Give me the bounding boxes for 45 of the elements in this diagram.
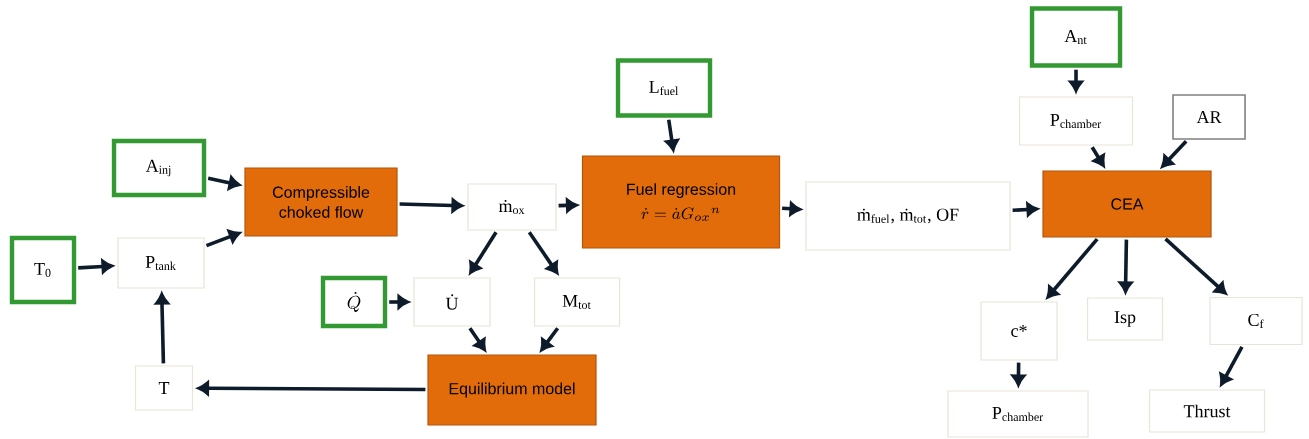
arrow <box>469 231 498 275</box>
arrow <box>389 295 410 310</box>
arrow <box>1012 202 1039 217</box>
variable-box: c* <box>980 301 1058 361</box>
arrow <box>1069 69 1084 93</box>
process-box: Compressible choked flow <box>244 167 398 237</box>
variable-box: M$_{tot}$ <box>533 277 621 327</box>
variable-box: P$_{chamber}$ <box>1018 96 1134 146</box>
variable-box: ṁ$_{ox}$ <box>467 183 557 231</box>
variable-box: Isp <box>1086 297 1164 341</box>
arrow <box>1118 239 1133 294</box>
arrow <box>205 229 241 248</box>
process-box: Equilibrium model <box>427 354 597 426</box>
input-box: A$_{inj}$ <box>111 138 207 198</box>
parameter-box: AR <box>1172 94 1246 140</box>
arrow <box>558 198 578 213</box>
variable-box: Thrust <box>1148 389 1266 433</box>
variable-box: C$_{f}$ <box>1209 296 1303 346</box>
process-box: CEA <box>1042 170 1212 238</box>
arrow <box>207 176 241 190</box>
variable-box: U̇ <box>413 277 491 327</box>
process-box: Fuel regression $\dot{r} = \dot{a}G_{ox}{}^{n}$ <box>581 155 781 249</box>
arrow <box>78 259 114 274</box>
arrow <box>197 381 426 396</box>
input-box: A$_{nt}$ <box>1029 6 1123 68</box>
arrow <box>1011 362 1026 387</box>
input-box: L$_{fuel}$ <box>615 58 713 118</box>
arrow <box>468 327 486 352</box>
arrow <box>782 201 802 216</box>
arrow <box>1046 237 1099 299</box>
variable-box: P$_{tank}$ <box>117 237 205 289</box>
arrow <box>154 292 169 364</box>
variable-box: P$_{chamber}$ <box>947 390 1089 438</box>
variable-box: T <box>134 365 194 411</box>
input-box: $\dot{Q}$ <box>320 275 388 329</box>
arrow <box>1090 146 1105 168</box>
arrow <box>399 198 464 213</box>
arrow <box>1164 237 1227 295</box>
arrow <box>527 231 559 275</box>
input-box: T$_{0}$ <box>9 235 77 305</box>
arrow <box>540 327 560 352</box>
arrow <box>664 119 679 152</box>
arrow <box>1161 140 1188 168</box>
arrow <box>1219 346 1244 386</box>
variable-box: ṁ$_{fuel}$, ṁ$_{tot}$, OF <box>805 181 1011 251</box>
